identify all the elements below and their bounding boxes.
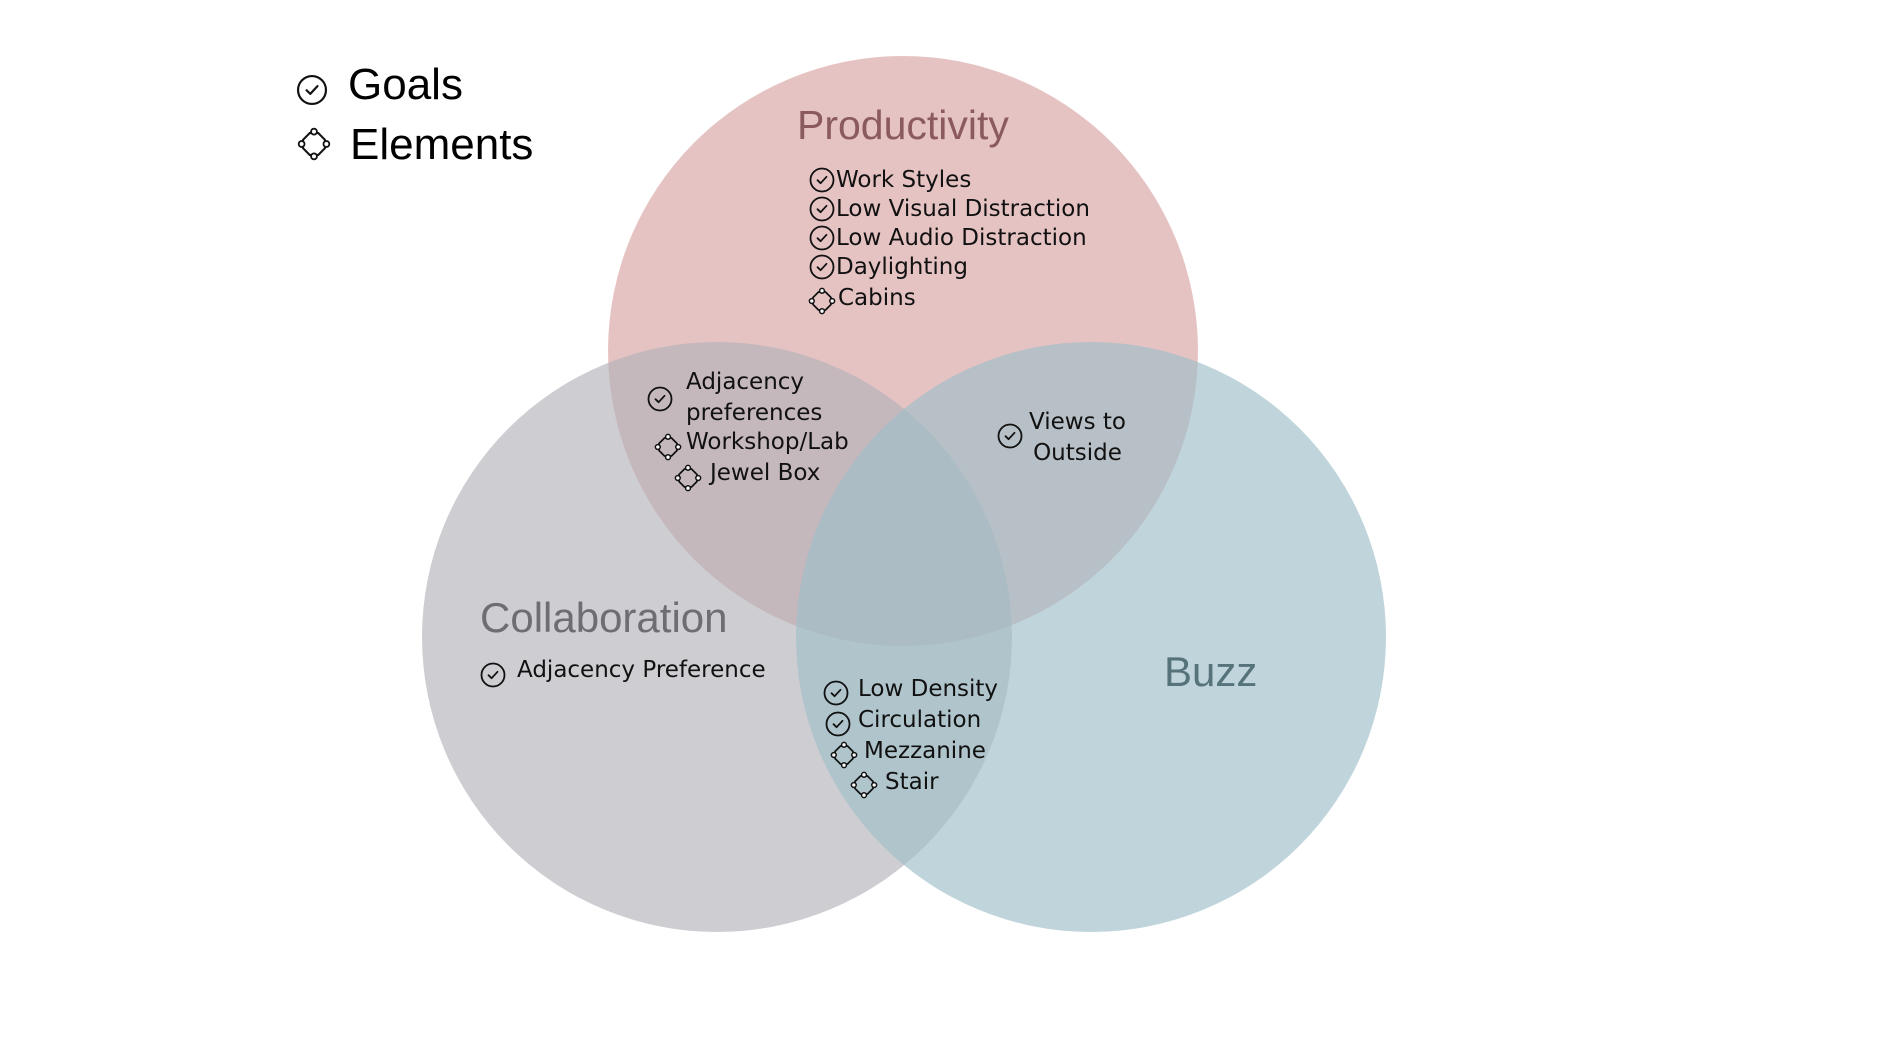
element-icon — [830, 741, 858, 769]
check-circle-icon — [808, 166, 836, 194]
region-item-label: Work Styles — [836, 167, 972, 193]
legend-elements-label: Elements — [350, 120, 534, 169]
region-item-label: Stair — [885, 769, 939, 795]
check-circle-icon — [808, 224, 836, 252]
check-circle-icon — [822, 679, 850, 707]
element-icon — [654, 433, 682, 461]
region-item-label: Adjacency preferences — [686, 369, 823, 426]
productivity-title: Productivity — [797, 102, 1009, 148]
region-item-label: Views to Outside — [1029, 409, 1126, 466]
check-circle-icon — [646, 385, 674, 413]
check-circle-icon — [295, 73, 329, 107]
region-item-label: Low Audio Distraction — [836, 225, 1087, 251]
legend-goals-label: Goals — [348, 60, 463, 109]
check-circle-icon — [808, 253, 836, 281]
region-item-label: Low Visual Distraction — [836, 196, 1090, 222]
collaboration-title: Collaboration — [480, 594, 728, 641]
buzz-circle — [796, 342, 1386, 932]
region-item-label: Mezzanine — [864, 738, 986, 764]
element-icon — [674, 464, 702, 492]
region-item-label: Jewel Box — [710, 460, 821, 486]
check-circle-icon — [808, 195, 836, 223]
check-circle-icon — [824, 710, 852, 738]
element-icon — [808, 287, 836, 315]
region-item-label: Cabins — [838, 285, 916, 311]
region-item-label: Circulation — [858, 707, 982, 733]
region-item-label: Workshop/Lab — [686, 429, 849, 455]
check-circle-icon — [996, 422, 1024, 450]
region-item-label: Daylighting — [836, 254, 968, 280]
check-circle-icon — [479, 661, 507, 689]
region-item-label: Adjacency Preference — [517, 657, 766, 683]
region-item-label: Low Density — [858, 676, 999, 702]
element-icon — [297, 127, 331, 161]
buzz-title: Buzz — [1164, 648, 1258, 695]
element-icon — [850, 771, 878, 799]
